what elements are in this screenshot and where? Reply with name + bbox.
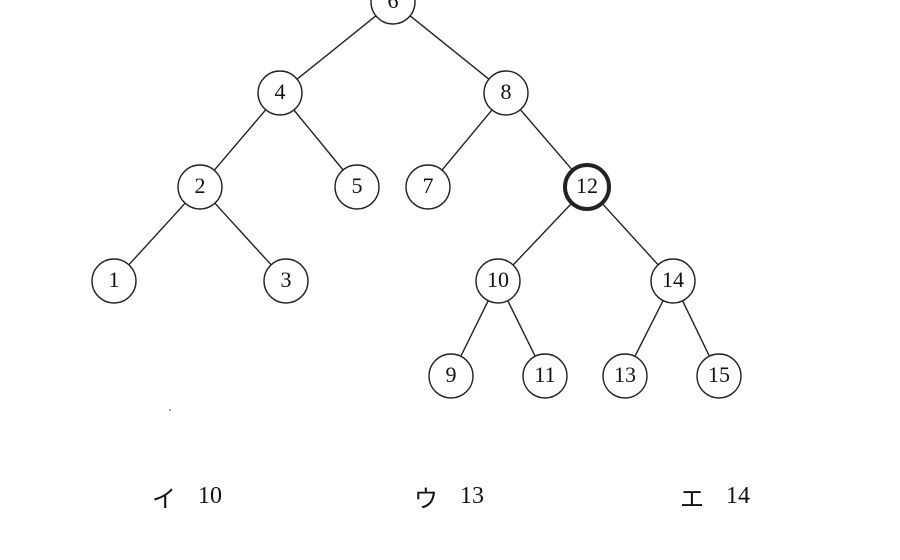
tree-node-9: 9 bbox=[428, 353, 474, 399]
tree-edges bbox=[128, 15, 711, 357]
node-label: 12 bbox=[576, 173, 598, 198]
node-circle bbox=[263, 258, 309, 304]
option-value: 14 bbox=[726, 482, 750, 509]
tree-node-6: 6 bbox=[370, 0, 416, 25]
tree-node-3: 3 bbox=[263, 258, 309, 304]
node-label: 2 bbox=[195, 173, 206, 198]
node-label: 3 bbox=[281, 267, 292, 292]
tree-edge-n6-n4 bbox=[296, 15, 377, 80]
node-label: 10 bbox=[487, 267, 509, 292]
tree-edge-n2-n3 bbox=[214, 202, 272, 266]
tree-node-4: 4 bbox=[257, 70, 303, 116]
tree-edge-n12-n10 bbox=[512, 202, 573, 266]
tree-edge-n8-n7 bbox=[441, 109, 493, 171]
tree-node-10: 10 bbox=[475, 258, 521, 304]
tree-node-14: 14 bbox=[650, 258, 696, 304]
tree-edge-n4-n5 bbox=[293, 109, 344, 171]
tree-node-2: 2 bbox=[177, 164, 223, 210]
node-label: 13 bbox=[614, 362, 636, 387]
tree-edge-n10-n9 bbox=[460, 300, 489, 357]
tree-edge-n4-n2 bbox=[213, 109, 267, 171]
node-circle bbox=[522, 353, 568, 399]
tree-edge-n2-n1 bbox=[128, 202, 186, 266]
node-label: 11 bbox=[534, 362, 555, 387]
option-value: 13 bbox=[460, 482, 484, 509]
node-label: 7 bbox=[423, 173, 434, 198]
option-marker: ウ bbox=[414, 484, 438, 513]
answer-option-u: ウ 13 bbox=[414, 478, 484, 514]
node-label: 5 bbox=[352, 173, 363, 198]
tree-node-5: 5 bbox=[334, 164, 380, 210]
node-circle bbox=[650, 258, 696, 304]
tree-node-7: 7 bbox=[405, 164, 451, 210]
node-circle bbox=[257, 70, 303, 116]
option-marker: エ bbox=[680, 484, 704, 513]
answer-option-i: イ 10 bbox=[152, 478, 222, 514]
node-circle bbox=[483, 70, 529, 116]
tree-edge-n12-n14 bbox=[601, 202, 659, 266]
node-circle bbox=[177, 164, 223, 210]
tree-edge-n10-n11 bbox=[507, 300, 536, 357]
node-circle bbox=[334, 164, 380, 210]
option-value: 10 bbox=[198, 482, 222, 509]
tree-edge-n6-n8 bbox=[409, 15, 490, 80]
tree-node-13: 13 bbox=[602, 353, 648, 399]
node-label: 8 bbox=[501, 79, 512, 104]
node-circle bbox=[602, 353, 648, 399]
highlighted-node-circle bbox=[563, 163, 611, 211]
tree-node-1: 1 bbox=[91, 258, 137, 304]
node-label: 15 bbox=[708, 362, 730, 387]
stray-dot bbox=[169, 409, 171, 411]
tree-edge-n14-n13 bbox=[634, 300, 664, 357]
node-label: 4 bbox=[275, 79, 286, 104]
tree-node-15: 15 bbox=[696, 353, 742, 399]
tree-edge-n8-n12 bbox=[519, 109, 574, 171]
option-marker: イ bbox=[152, 484, 176, 513]
node-label: 9 bbox=[446, 362, 457, 387]
node-circle bbox=[696, 353, 742, 399]
tree-edge-n14-n15 bbox=[681, 300, 711, 357]
tree-node-8: 8 bbox=[483, 70, 529, 116]
node-label: 6 bbox=[388, 0, 399, 13]
tree-node-11: 11 bbox=[522, 353, 568, 399]
node-circle bbox=[428, 353, 474, 399]
node-circle bbox=[405, 164, 451, 210]
node-label: 14 bbox=[662, 267, 684, 292]
node-circle bbox=[91, 258, 137, 304]
tree-node-12: 12 bbox=[563, 163, 611, 211]
node-circle bbox=[475, 258, 521, 304]
answer-option-e: エ 14 bbox=[680, 478, 750, 514]
node-circle bbox=[370, 0, 416, 25]
node-label: 1 bbox=[109, 267, 120, 292]
